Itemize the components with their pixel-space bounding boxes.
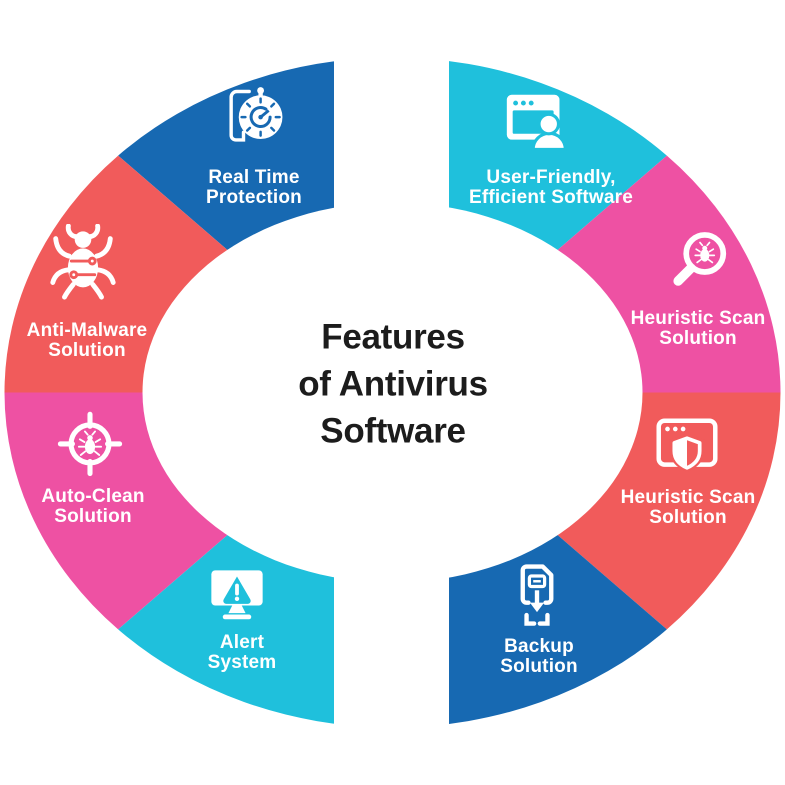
segment-label-line: Solution	[659, 328, 737, 349]
segment-label-backup-solution: Backup Solution	[500, 637, 578, 677]
segment-label-line: Efficient Software	[468, 187, 634, 208]
segment-label-anti-malware: Anti-Malware Solution	[27, 321, 148, 361]
monitor-warning-icon	[199, 558, 275, 634]
segment-label-heuristic-scan-pink: Heuristic Scan Solution	[631, 309, 766, 349]
segment-label-alert-system: Alert System	[208, 633, 277, 673]
segment-label-line: Backup	[504, 636, 574, 657]
malware-bug-icon	[44, 223, 122, 302]
segment-label-line: Real Time	[208, 167, 300, 188]
segment-label-user-friendly: User-Friendly, Efficient Software	[469, 168, 633, 208]
magnifier-bug-icon	[662, 224, 738, 300]
diagram-title: Features of Antivirus Software	[298, 314, 488, 455]
window-shield-icon	[648, 410, 726, 488]
segment-label-line: Solution	[500, 656, 578, 677]
diagram-title-line: Software	[320, 411, 466, 451]
segment-label-line: Solution	[48, 340, 126, 361]
window-user-icon	[497, 87, 581, 165]
segment-label-line: Protection	[206, 187, 302, 208]
segment-label-line: Alert	[219, 632, 265, 653]
segment-label-line: Heuristic Scan	[630, 308, 766, 329]
stopwatch-cable-icon	[215, 82, 291, 158]
segment-label-line: User-Friendly,	[486, 167, 616, 188]
backup-disk-icon	[499, 558, 575, 634]
segment-label-line: Solution	[649, 507, 727, 528]
segment-label-line: Anti-Malware	[26, 320, 148, 341]
target-bug-icon	[53, 406, 127, 480]
segment-label-real-time-protection: Real Time Protection	[206, 168, 302, 208]
segment-label-line: Heuristic Scan	[620, 487, 756, 508]
diagram-title-line: Features	[321, 317, 465, 357]
segment-label-auto-clean: Auto-Clean Solution	[41, 487, 144, 527]
segment-label-line: System	[207, 652, 277, 673]
donut-hole	[142, 202, 643, 583]
diagram-title-line: of Antivirus	[298, 364, 488, 404]
segment-label-line: Auto-Clean	[41, 486, 145, 507]
segment-label-line: Solution	[54, 506, 132, 527]
segment-label-heuristic-scan-red: Heuristic Scan Solution	[621, 488, 756, 528]
